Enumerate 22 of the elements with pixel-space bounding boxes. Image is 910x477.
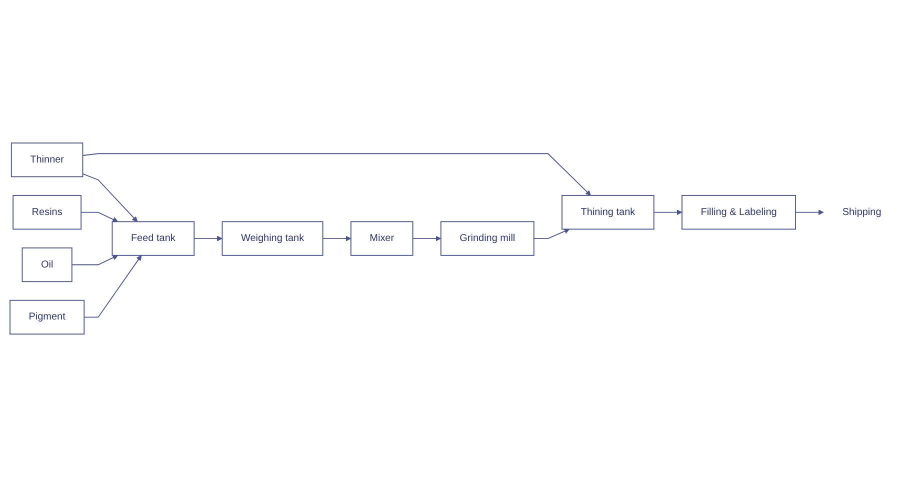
node-box: Oil bbox=[22, 247, 72, 282]
node-box: Thining tank bbox=[562, 194, 654, 230]
arrow bbox=[71, 255, 118, 266]
arrow bbox=[194, 236, 222, 242]
arrow bbox=[322, 236, 352, 242]
arrow bbox=[80, 212, 118, 222]
arrow bbox=[412, 236, 442, 242]
node-box: Feed tank bbox=[112, 221, 195, 256]
node-box: Mixer bbox=[350, 221, 414, 256]
node-box: Weighing tank bbox=[222, 221, 324, 256]
node-box: Thinner bbox=[10, 142, 84, 178]
node-box: Pigment bbox=[10, 300, 85, 334]
arrow bbox=[653, 210, 682, 216]
arrow bbox=[533, 228, 570, 239]
arrow bbox=[82, 173, 138, 222]
arrow bbox=[795, 210, 824, 216]
arrow bbox=[82, 153, 591, 196]
node-box: Grinding mill bbox=[440, 221, 534, 256]
node-box: Filling & Labeling bbox=[682, 194, 796, 230]
node-text: Shipping bbox=[842, 206, 882, 218]
arrow bbox=[84, 255, 142, 318]
node-box: Resins bbox=[12, 194, 82, 230]
